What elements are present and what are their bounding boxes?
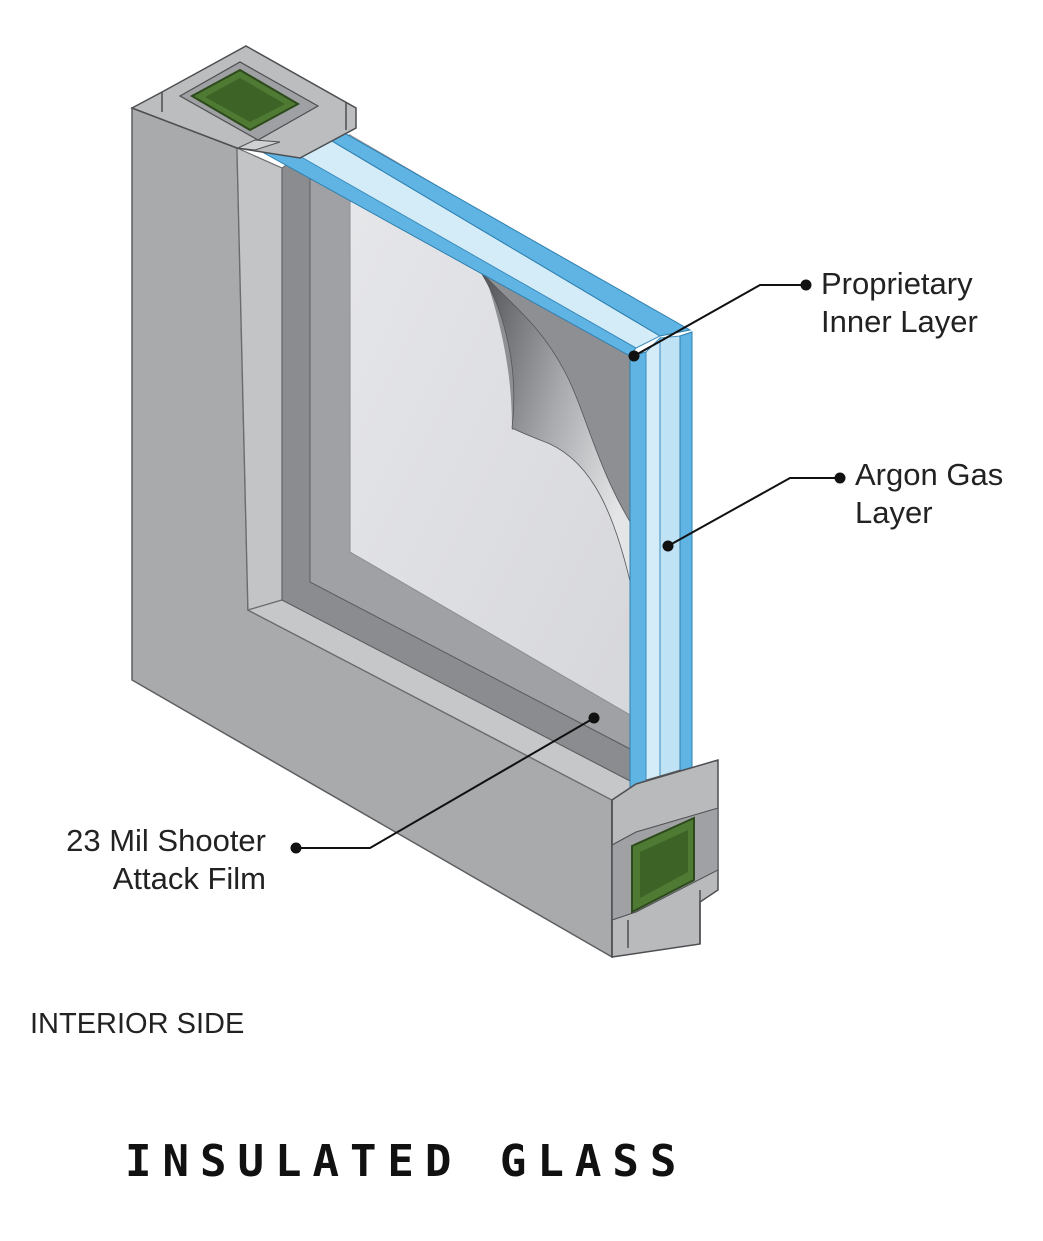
- leader-lines: [296, 284, 840, 849]
- interior-side-label: INTERIOR SIDE: [30, 1008, 245, 1040]
- callout-argon-line1: Argon Gas: [855, 457, 1004, 492]
- dot-film-glass: [588, 712, 600, 724]
- dot-proprietary-glass: [628, 350, 640, 362]
- dot-proprietary-label: [800, 279, 812, 291]
- glass-unit-edge: [253, 117, 693, 835]
- leader-dots: [290, 279, 846, 854]
- dot-argon-glass: [662, 540, 674, 552]
- callout-film-line1: 23 Mil Shooter: [66, 823, 266, 858]
- leader-argon: [667, 477, 840, 547]
- callout-proprietary-line2: Inner Layer: [821, 304, 978, 339]
- callout-argon-gas-layer: Argon Gas Layer: [855, 456, 1003, 532]
- dot-argon-label: [834, 472, 846, 484]
- callout-argon-line2: Layer: [855, 495, 933, 530]
- top-frame-profile: [130, 45, 357, 159]
- callout-proprietary-line1: Proprietary: [821, 266, 973, 301]
- callout-shooter-attack-film: 23 Mil Shooter Attack Film: [20, 822, 266, 898]
- leader-film: [296, 717, 595, 849]
- leader-proprietary: [633, 284, 806, 357]
- callout-film-line2: Attack Film: [112, 861, 266, 896]
- dot-film-label: [290, 842, 302, 854]
- peeling-film-icon: [477, 267, 633, 591]
- bottom-frame-profile: [611, 758, 719, 958]
- page-title: INSULATED GLASS: [125, 1136, 688, 1187]
- callout-proprietary-inner-layer: Proprietary Inner Layer: [821, 265, 978, 341]
